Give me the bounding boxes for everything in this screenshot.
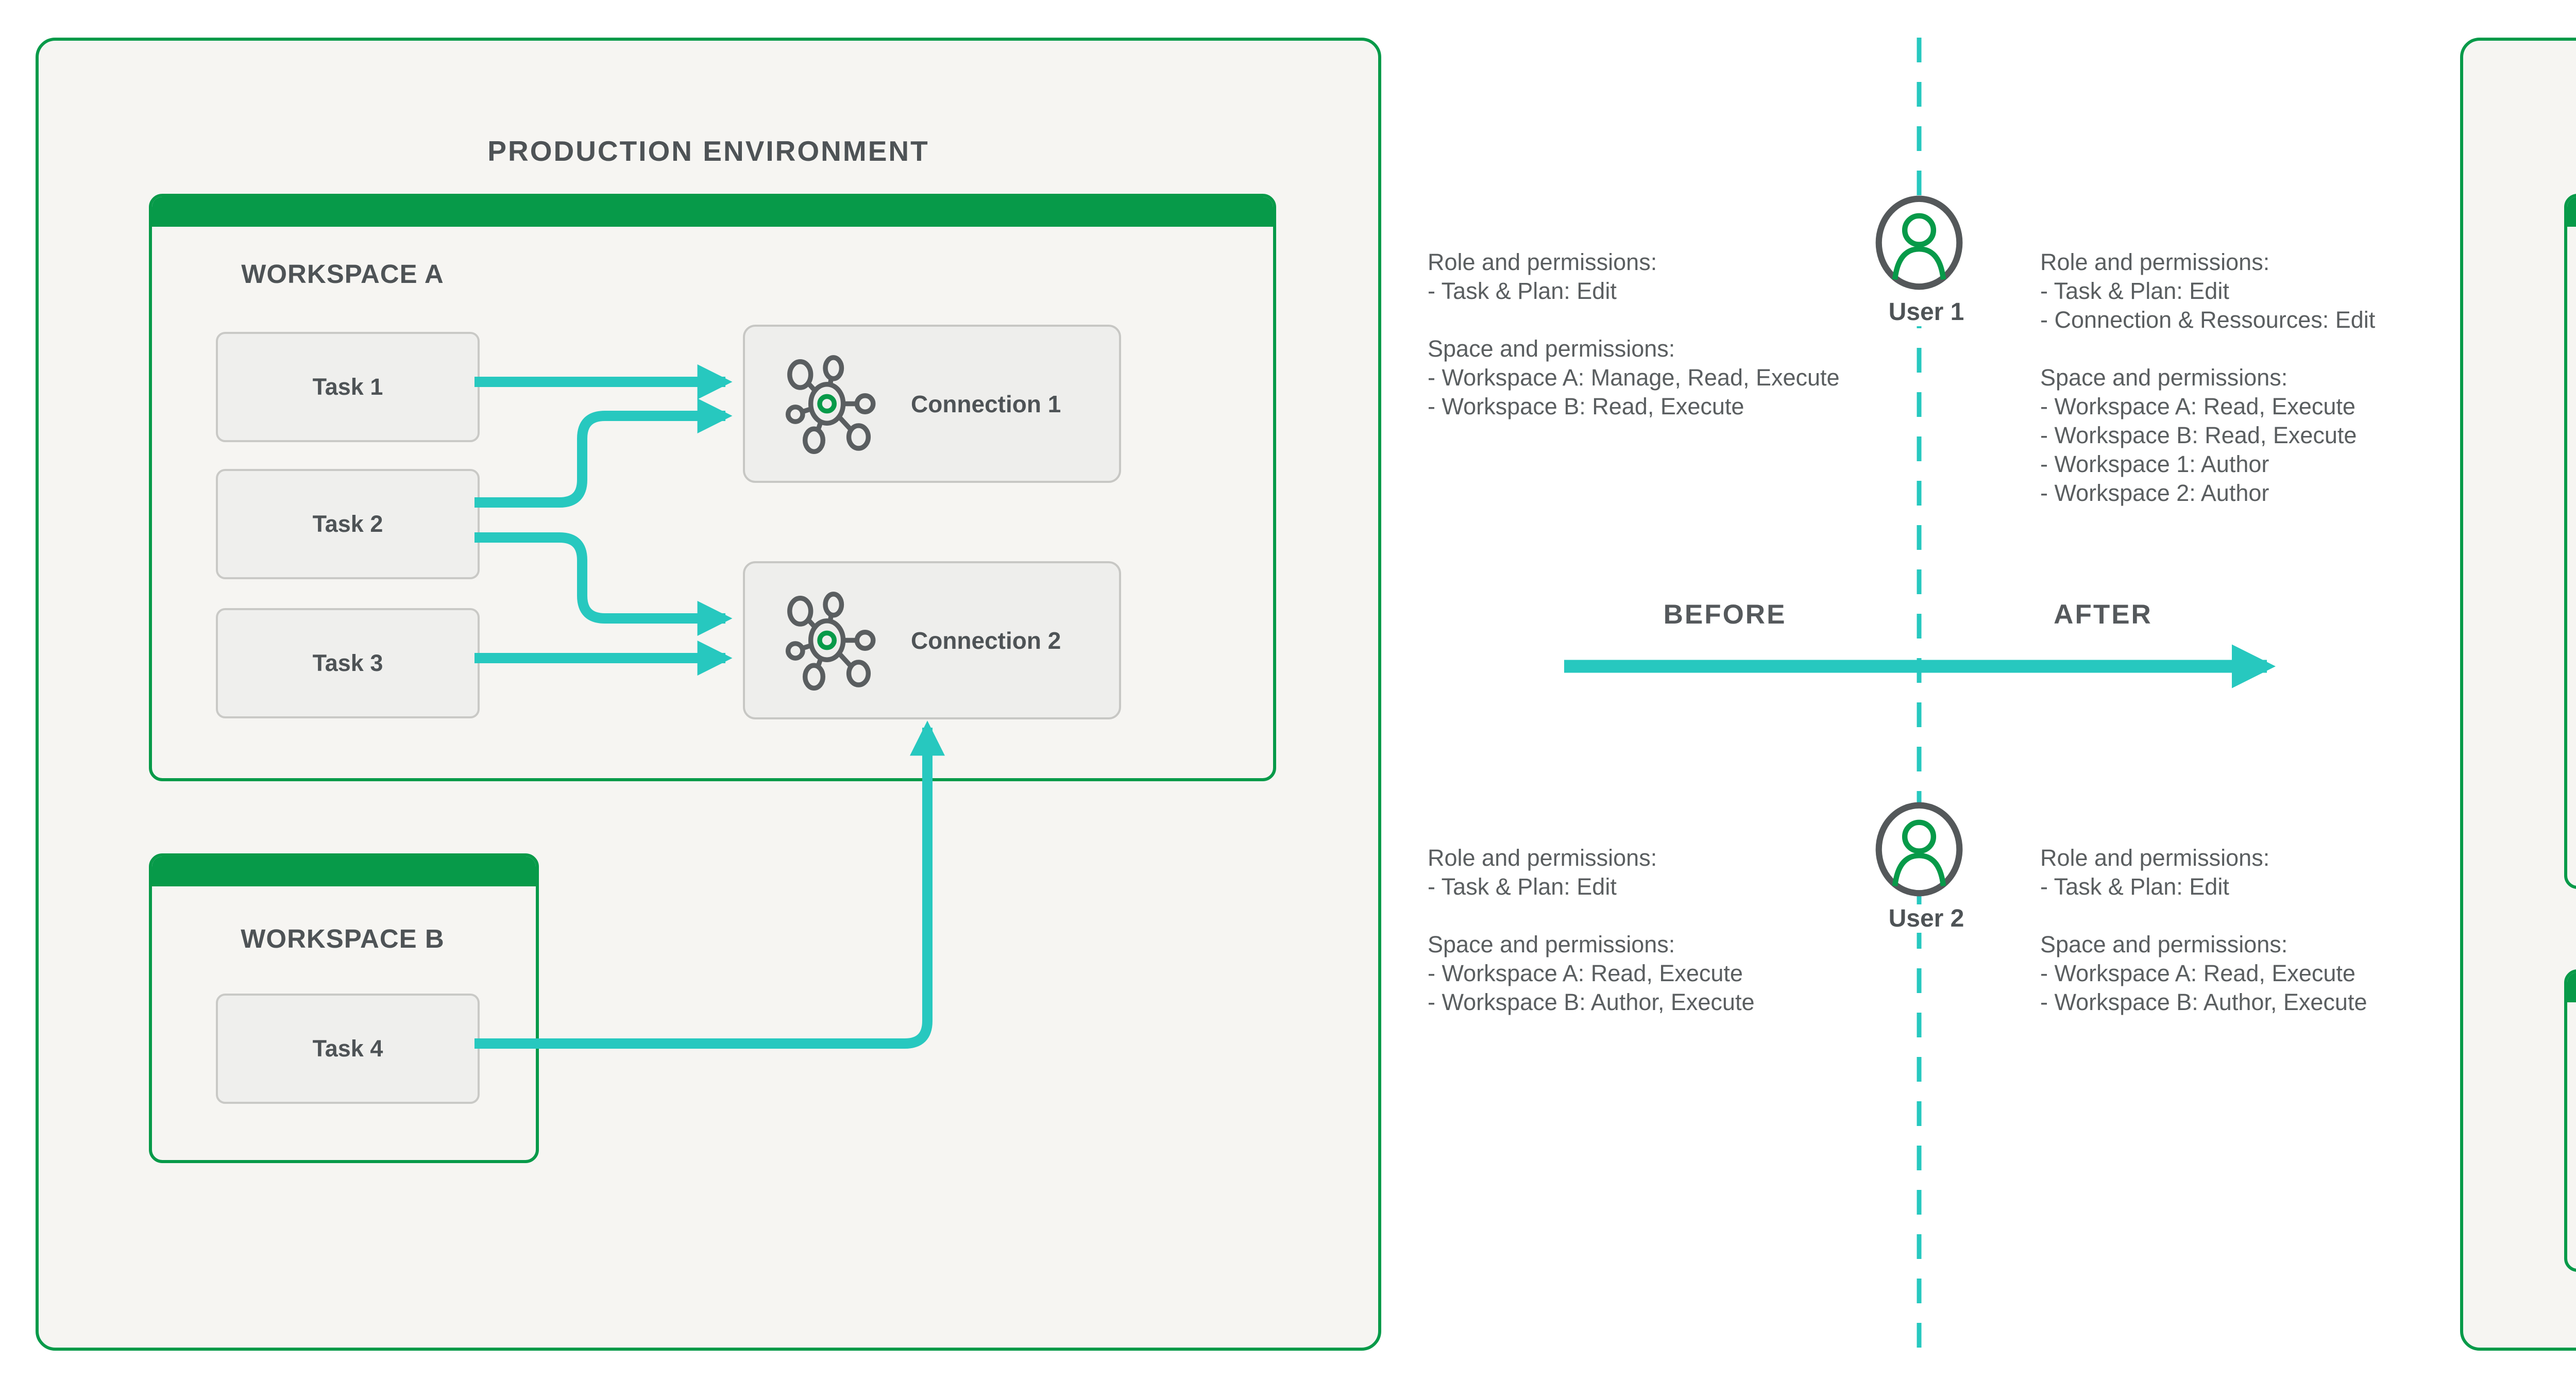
permission-line: - Task & Plan: Edit [1428, 873, 1617, 900]
workspace-header-bar [152, 197, 1273, 227]
connection-node: Connection 1 [743, 325, 1121, 483]
permission-line: Space and permissions: [1428, 335, 1675, 362]
page-title: PRODUCTION ENVIRONMENT [2463, 135, 2576, 167]
permission-line: Role and permissions: [1428, 249, 1657, 275]
connection-label: Connection 2 [911, 627, 1061, 654]
permission-line: Space and permissions: [2040, 931, 2288, 957]
page-title: PRODUCTION ENVIRONMENT [487, 135, 929, 167]
permission-line: - Workspace B: Read, Execute [1428, 393, 1744, 419]
permission-line: - Task & Plan: Edit [2040, 873, 2229, 900]
permission-line: - Workspace B: Author, Execute [1428, 989, 1755, 1015]
task-node: Task 1 [216, 332, 480, 442]
connection-network-icon [785, 592, 876, 691]
user2-before-permissions: Role and permissions: - Task & Plan: Edi… [1428, 844, 1943, 1017]
connection-node: Connection 2 [743, 561, 1121, 719]
before-label: BEFORE [1663, 599, 1787, 630]
workspace-b-box [2564, 969, 2576, 1272]
permission-line: - Workspace A: Read, Execute [2040, 393, 2355, 419]
user2-after-permissions: Role and permissions: - Task & Plan: Edi… [2040, 844, 2555, 1017]
permission-line: Role and permissions: [1428, 845, 1657, 871]
permission-line: - Workspace B: Read, Execute [2040, 422, 2357, 448]
workspace-a-label: WORKSPACE A [2564, 259, 2576, 289]
task-node: Task 4 [216, 994, 480, 1104]
permission-line: - Workspace A: Read, Execute [2040, 960, 2355, 986]
workspace-b-label: WORKSPACE B [2564, 1037, 2576, 1067]
permission-line: - Task & Plan: Edit [1428, 278, 1617, 304]
connection-label: Connection 1 [911, 390, 1061, 417]
connection-network-icon [785, 355, 876, 454]
permission-line: - Workspace B: Author, Execute [2040, 989, 2367, 1015]
workspace-b-label: WORKSPACE B [241, 924, 445, 953]
workspace-header-bar [2567, 197, 2576, 227]
user-avatar-icon [1875, 195, 1963, 290]
after-label: AFTER [2054, 599, 2153, 630]
permission-line [1428, 901, 1943, 930]
user1-before-permissions: Role and permissions: - Task & Plan: Edi… [1428, 248, 1943, 421]
permission-line: Role and permissions: [2040, 845, 2270, 871]
permission-line: Role and permissions: [2040, 249, 2270, 275]
permission-line: Space and permissions: [1428, 931, 1675, 957]
task-node: Task 3 [216, 608, 480, 718]
workspace-header-bar [2567, 972, 2576, 1002]
permission-line: Space and permissions: [2040, 364, 2288, 391]
permission-line [1428, 306, 1943, 334]
user2-label: User 2 [1865, 904, 1988, 933]
permission-line: - Connection & Ressources: Edit [2040, 307, 2376, 333]
workspace-header-bar [152, 856, 536, 886]
workspace-a-box [2564, 194, 2576, 889]
permission-line: - Task & Plan: Edit [2040, 278, 2229, 304]
permission-line: - Workspace 1: Author [2040, 451, 2269, 477]
before-production-environment-panel: PRODUCTION ENVIRONMENT WORKSPACE A WORKS… [36, 38, 1381, 1351]
user1-after-permissions: Role and permissions: - Task & Plan: Edi… [2040, 248, 2555, 508]
permission-line [2040, 334, 2555, 363]
permission-line [2040, 901, 2555, 930]
workspace-a-label: WORKSPACE A [241, 259, 444, 289]
permission-line: - Workspace A: Manage, Read, Execute [1428, 364, 1840, 391]
after-production-environment-panel: PRODUCTION ENVIRONMENT WORKSPACE A WORKS… [2460, 38, 2576, 1351]
user-avatar-icon [1875, 802, 1963, 897]
user1-label: User 1 [1865, 298, 1988, 326]
permission-line: - Workspace A: Read, Execute [1428, 960, 1743, 986]
permission-line: - Workspace 2: Author [2040, 480, 2269, 506]
task-node: Task 2 [216, 469, 480, 579]
